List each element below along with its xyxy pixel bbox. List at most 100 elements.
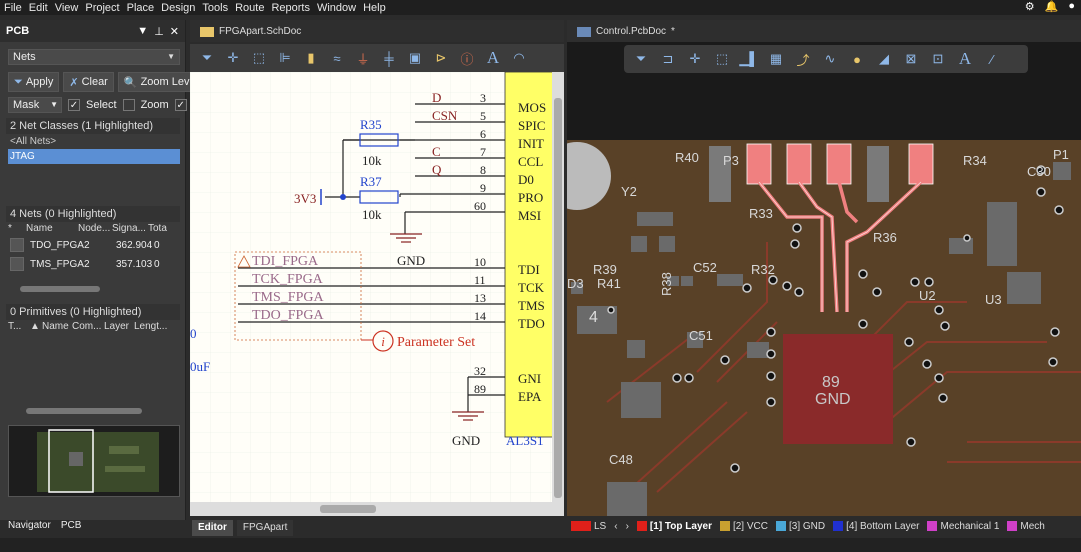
layer-tab-bottom[interactable]: [4] Bottom Layer [833, 521, 919, 532]
wire-icon[interactable]: ≈ [333, 50, 341, 66]
table-row[interactable]: TDO_FPGA 2 362.904 0 [10, 236, 170, 254]
menu-help[interactable]: Help [363, 1, 386, 14]
pin-name: TDI [518, 262, 540, 277]
mask-select[interactable]: Mask [8, 97, 62, 113]
filter-icon[interactable]: ⏷ [635, 51, 647, 66]
panel-mode-select[interactable]: Nets [8, 49, 180, 65]
user-icon[interactable]: ● [1068, 0, 1075, 12]
designator: R33 [749, 206, 773, 221]
table-row[interactable]: TMS_FPGA 2 357.103 0 [10, 255, 170, 273]
layer-tab-top[interactable]: [1] Top Layer [636, 521, 712, 532]
line-icon[interactable]: ⁄ [990, 51, 994, 67]
pcb-canvas[interactable]: 89 GND [567, 42, 1081, 516]
gear-icon[interactable]: ⚙ [1024, 1, 1035, 13]
bell-icon[interactable]: 🔔 [1044, 1, 1059, 13]
interactive-route-icon[interactable]: ∿ [824, 51, 836, 66]
menu-place[interactable]: Place [126, 1, 155, 14]
svg-text:i: i [381, 334, 385, 349]
layer-tab-gnd[interactable]: [3] GND [775, 521, 825, 532]
chevron-left-icon[interactable]: ‹ [614, 520, 618, 532]
align-icon[interactable]: ▁▌ [739, 51, 759, 66]
tab-navigator[interactable]: Navigator [8, 520, 51, 531]
pin-number: 60 [474, 199, 486, 213]
schematic-doc-icon [200, 26, 214, 37]
panel-menu-icon[interactable]: ▼ [137, 24, 149, 37]
component-icon[interactable]: ▦ [769, 51, 783, 66]
schematic-vertical-scrollbar[interactable] [552, 72, 564, 502]
pin-name: TMS [518, 298, 545, 313]
component-icon[interactable]: ▮ [307, 50, 315, 65]
layer-set-ls[interactable]: LS [571, 521, 606, 532]
text-icon[interactable]: A [958, 49, 972, 68]
menu-file[interactable]: File [4, 1, 22, 14]
tab-fpgapart[interactable]: FPGApart [236, 520, 294, 536]
menu-window[interactable]: Window [316, 1, 357, 14]
menu-edit[interactable]: Edit [28, 1, 48, 14]
tab-pcb[interactable]: PCB [60, 520, 82, 531]
primitives-horizontal-scrollbar[interactable] [26, 408, 142, 414]
move-icon[interactable]: ✛ [689, 51, 701, 66]
zoom-check-mark[interactable]: ✓ [174, 99, 187, 111]
tab-editor[interactable]: Editor [192, 520, 233, 536]
directive-icon[interactable]: ⓘ [460, 51, 474, 67]
filter-icon: ⏷ [14, 75, 23, 88]
list-item[interactable]: JTAG [8, 149, 180, 164]
select-rect-icon[interactable]: ⬚ [252, 50, 266, 65]
pin-icon[interactable]: ⊥ [154, 25, 164, 38]
menu-design[interactable]: Design [161, 1, 196, 14]
nets-column-headers: * Name Node... Signa... Tota [8, 223, 167, 234]
tab-control-pcbdoc[interactable]: Control.PcbDoc * [571, 23, 681, 40]
schematic-canvas[interactable]: i R35 10k R37 10k 3V3 GND GND D CSN C Q … [190, 72, 552, 502]
list-item[interactable]: <All Nets> [10, 136, 57, 147]
panel-title-bar: PCB ▼ ⊥ ✕ [0, 20, 185, 42]
panel-bottom-tabs: Navigator PCB [0, 520, 186, 534]
zoom-checkbox[interactable] [122, 99, 135, 111]
port-icon[interactable]: ⊳ [435, 50, 447, 65]
pin-number: 3 [480, 91, 486, 105]
select-rect-icon[interactable]: ⬚ [715, 51, 729, 66]
filter-icon[interactable]: ⏷ [201, 50, 213, 65]
port-label-tdi: TDI_FPGA [252, 254, 319, 269]
designator: R34 [963, 153, 987, 168]
layer-tab-mechanical1[interactable]: Mechanical 1 [927, 521, 999, 532]
align-icon[interactable]: ⊫ [279, 50, 291, 65]
polygon-icon[interactable]: ◢ [879, 51, 889, 66]
part-designator: AL3S1 [506, 433, 544, 448]
menu-route[interactable]: Route [235, 1, 265, 14]
arc-icon[interactable]: ◠ [513, 50, 525, 65]
dimension-icon[interactable]: ⊡ [932, 51, 944, 66]
board-navigator-preview[interactable] [8, 425, 180, 497]
nets-horizontal-scrollbar[interactable] [20, 286, 100, 292]
close-icon[interactable]: ✕ [169, 25, 179, 38]
designator: C30 [1027, 164, 1051, 179]
select-icon[interactable]: ⊐ [662, 51, 674, 66]
layer-tab-vcc[interactable]: [2] VCC [719, 521, 768, 532]
menu-view[interactable]: View [54, 1, 79, 14]
move-icon[interactable]: ✛ [227, 50, 239, 65]
text-icon[interactable]: A [486, 48, 500, 67]
clear-button[interactable]: ✗Clear [63, 72, 114, 92]
pin-name: EPA [518, 389, 542, 404]
layer-tab-mech[interactable]: Mech [1007, 521, 1045, 532]
bus-icon[interactable]: ╪ [384, 50, 394, 66]
chevron-right-icon[interactable]: › [625, 520, 629, 532]
pin-number: 10 [474, 255, 486, 269]
power-port-icon[interactable]: ⏚ [356, 51, 370, 67]
net-color-swatch[interactable] [10, 238, 24, 252]
layer-color-swatch [927, 521, 938, 531]
menu-reports[interactable]: Reports [271, 1, 310, 14]
harness-icon[interactable]: ▣ [408, 50, 422, 65]
route-icon[interactable]: ⤴ [796, 52, 810, 68]
apply-button[interactable]: ⏷Apply [8, 72, 60, 92]
schematic-horizontal-scrollbar[interactable] [190, 502, 564, 516]
via-icon[interactable]: ● [853, 51, 861, 67]
menu-tools[interactable]: Tools [202, 1, 229, 14]
select-checkbox[interactable]: ✓ [68, 99, 80, 111]
pin-name: PRO [518, 190, 543, 205]
pin-number: 89 [474, 382, 486, 396]
net-color-swatch[interactable] [10, 257, 24, 271]
keepout-icon[interactable]: ⊠ [905, 51, 917, 66]
menu-project[interactable]: Project [85, 1, 120, 14]
left-fragment: 0uF [190, 359, 210, 374]
tab-fpgapart-schdoc[interactable]: FPGApart.SchDoc [194, 23, 307, 40]
